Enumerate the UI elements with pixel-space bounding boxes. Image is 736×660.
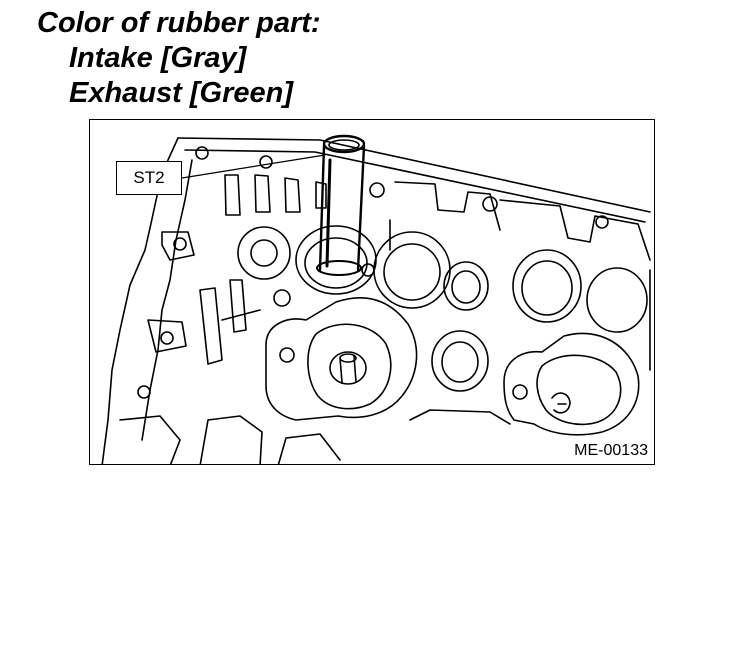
plug-boss-outline bbox=[503, 332, 640, 436]
casting-edge bbox=[221, 219, 651, 371]
instruction-heading: Color of rubber part: Intake [Gray] Exha… bbox=[37, 6, 687, 111]
spark-plug-hole bbox=[329, 351, 367, 385]
heading-intake-color: Intake [Gray] bbox=[69, 42, 247, 74]
valve-bore-inner bbox=[250, 239, 278, 267]
valve-seat bbox=[295, 225, 377, 295]
casting-top-edge-inner bbox=[184, 149, 646, 223]
rib bbox=[229, 279, 247, 333]
heading-exhaust-color: Exhaust [Green] bbox=[69, 77, 293, 109]
bolt-hole bbox=[279, 347, 295, 363]
intake-bore-inner bbox=[451, 270, 481, 304]
flange-tab bbox=[161, 231, 195, 261]
bolt-hole bbox=[173, 237, 187, 251]
intake-bore-inner bbox=[383, 243, 441, 301]
tool-st2-body bbox=[318, 144, 366, 272]
casting-left-inner bbox=[141, 159, 193, 441]
label-leader bbox=[181, 154, 326, 179]
tool-st2-top-inner bbox=[328, 139, 360, 151]
valve-bore bbox=[237, 226, 291, 280]
plug-boss-inner bbox=[307, 323, 392, 410]
lower-edge bbox=[277, 433, 341, 464]
lower-edge bbox=[119, 415, 181, 464]
tool-st2-label: ST2 bbox=[116, 161, 182, 195]
rib bbox=[284, 177, 301, 213]
exhaust-bore bbox=[586, 267, 648, 333]
spark-plug-stud-top bbox=[339, 353, 357, 363]
bolt-hole bbox=[137, 385, 151, 399]
rib bbox=[254, 174, 271, 213]
valve-seat-inner bbox=[304, 237, 368, 289]
spark-plug-stud bbox=[339, 355, 357, 383]
exhaust-bore-inner bbox=[521, 260, 573, 316]
intake-bore bbox=[443, 261, 489, 311]
bolt-hole bbox=[259, 155, 273, 169]
rib bbox=[224, 174, 241, 216]
bolt-hole bbox=[160, 331, 174, 345]
chamber-outline bbox=[499, 199, 651, 261]
cylinder-head-drawing bbox=[101, 134, 651, 464]
lower-edge bbox=[409, 409, 511, 425]
plug-boss-inner bbox=[536, 354, 622, 426]
tool-st2-top bbox=[322, 134, 366, 154]
plug-boss-outline bbox=[265, 297, 418, 421]
chamber-outline bbox=[394, 181, 501, 231]
spark-plug-stud bbox=[551, 392, 571, 414]
casting-top-edge bbox=[177, 137, 651, 213]
flange-tab bbox=[147, 319, 187, 353]
tool-st2-bottom bbox=[316, 260, 362, 276]
bolt-hole bbox=[369, 182, 385, 198]
rib bbox=[199, 287, 223, 365]
lower-bore-inner bbox=[441, 341, 479, 383]
exhaust-bore bbox=[512, 249, 582, 323]
lower-edge bbox=[199, 415, 263, 464]
tool-st2-shaft-highlight bbox=[325, 158, 332, 268]
bolt-hole bbox=[361, 263, 375, 277]
lower-bore bbox=[431, 330, 489, 392]
bolt-hole bbox=[482, 196, 498, 212]
figure-id: ME-00133 bbox=[572, 442, 648, 460]
cylinder-head-illustration: ST2 ME-00133 bbox=[89, 119, 655, 465]
bolt-hole bbox=[512, 384, 528, 400]
valve-bore bbox=[273, 289, 291, 307]
heading-title: Color of rubber part: bbox=[37, 7, 321, 39]
bolt-hole bbox=[195, 146, 209, 160]
bolt-hole bbox=[595, 215, 609, 229]
